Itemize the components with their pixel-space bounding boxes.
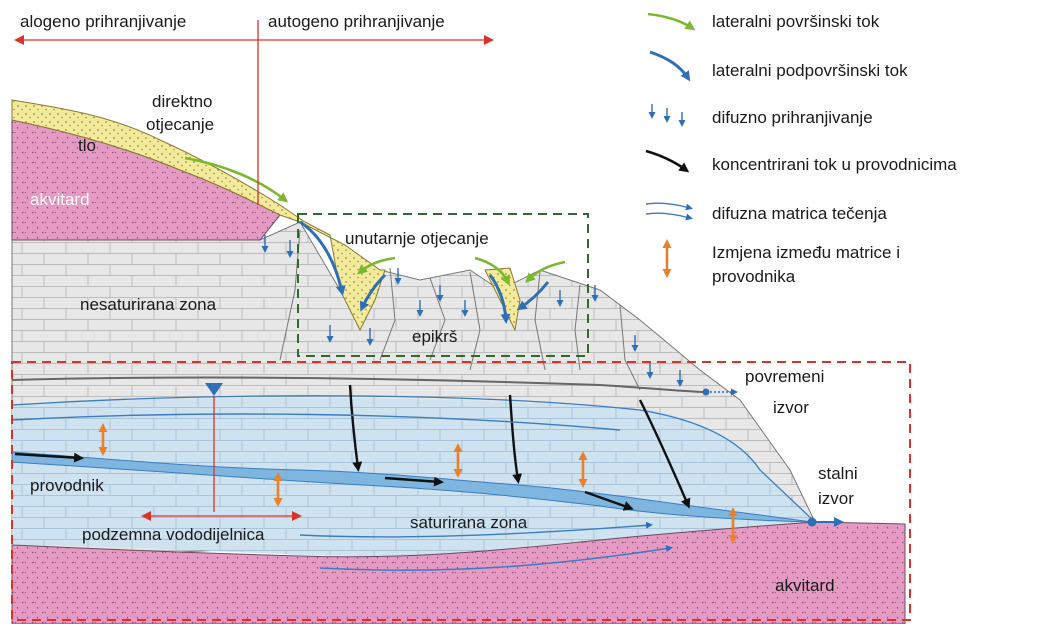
permanent-spring-label-1: stalni [818, 464, 858, 483]
black-arrow-icon [646, 151, 686, 170]
legend: lateralni površinski tok lateralni podpo… [646, 12, 957, 286]
epikarst-label: epikrš [412, 327, 457, 346]
legend-item-label: koncentrirani tok u provodnicima [712, 155, 957, 174]
aquitard-top-label: akvitard [30, 190, 90, 209]
permanent-spring-label-2: izvor [818, 489, 854, 508]
blue-curved-arrow-icon [650, 52, 688, 78]
legend-item-label: difuzno prihranjivanje [712, 108, 873, 127]
aquitard-bottom-label: akvitard [775, 576, 835, 595]
soil-label: tlo [78, 136, 96, 155]
legend-item-label: difuzna matrica tečenja [712, 204, 887, 223]
autogenic-recharge-label: autogeno prihranjivanje [268, 12, 445, 31]
allogenic-recharge-label: alogeno prihranjivanje [20, 12, 186, 31]
legend-item-label: lateralni podpovršinski tok [712, 61, 908, 80]
legend-item-label: Izmjena između matrice i [712, 243, 900, 262]
internal-runoff-label: unutarnje otjecanje [345, 229, 489, 248]
direct-runoff-label-2: otjecanje [146, 115, 214, 134]
groundwater-divide-label: podzemna vododijelnica [82, 525, 265, 544]
unsaturated-zone-label: nesaturirana zona [80, 295, 217, 314]
direct-runoff-label-1: direktno [152, 92, 212, 111]
thin-blue-arrows-icon [646, 203, 690, 218]
legend-item-label: lateralni površinski tok [712, 12, 880, 31]
conduit-label: provodnik [30, 476, 104, 495]
temporary-spring-label-2: izvor [773, 398, 809, 417]
permanent-spring-dot [808, 518, 817, 527]
legend-item-label-2: provodnika [712, 267, 796, 286]
saturated-zone-label: saturirana zona [410, 513, 528, 532]
green-arrow-icon [648, 14, 692, 28]
temporary-spring-dot [703, 389, 710, 396]
small-blue-arrows-icon [652, 104, 682, 124]
temporary-spring-label-1: povremeni [745, 367, 824, 386]
